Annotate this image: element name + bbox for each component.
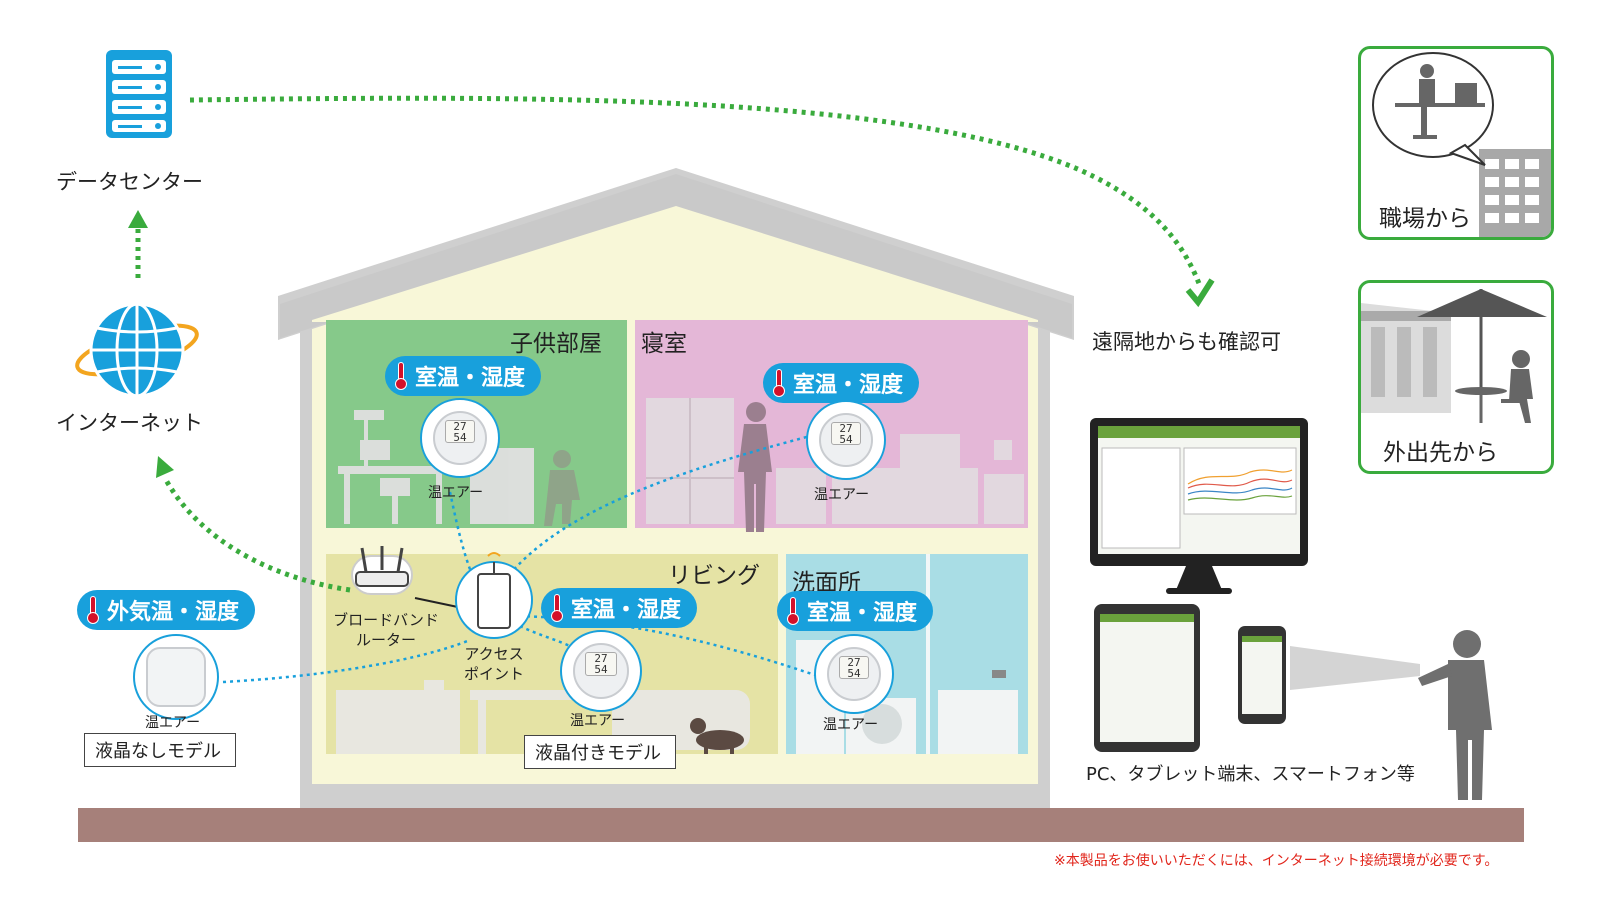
ap-label-line2: ポイント (463, 665, 524, 683)
ap-label-line1: アクセス (464, 645, 524, 663)
footnote: ※本製品をお使いいただくには、インターネット接続環境が必要です。 (1054, 853, 1499, 869)
thermometer-icon (787, 597, 799, 625)
internet-label: インターネット (56, 411, 203, 435)
thermometer-icon (551, 594, 563, 622)
pill-text: 室温・湿度 (571, 598, 682, 623)
device-name-washroom: 温エアー (823, 717, 879, 733)
devices-caption: PC、タブレット端末、スマートフォン等 (1086, 764, 1415, 785)
display-humidity: 54 (839, 432, 853, 446)
thermometer-icon (87, 596, 99, 624)
ground (78, 808, 1524, 842)
model-with-lcd: 液晶付きモデル (524, 735, 676, 769)
pill-outdoor-temp-humidity: 外気温・湿度 (77, 590, 256, 630)
card-from-work: 職場から (1358, 46, 1554, 240)
pill-text: 室温・湿度 (415, 366, 526, 391)
access-point-label: アクセス ポイント (452, 644, 536, 684)
pill-text: 室温・湿度 (793, 373, 904, 398)
thermometer-icon (395, 362, 407, 390)
pill-kids-temp-humidity: 室温・湿度 (385, 356, 542, 396)
display-temp: 27 (847, 655, 861, 669)
smartphone-icon (1238, 626, 1286, 724)
pill-washroom-temp-humidity: 室温・湿度 (777, 591, 934, 631)
display-temp: 27 (594, 652, 608, 666)
router-label-line2: ルーター (355, 631, 416, 649)
display-temp: 27 (839, 421, 853, 435)
card-from-outside: 外出先から (1358, 280, 1554, 474)
tablet-icon (1094, 604, 1200, 752)
router-label-line1: ブロードバンド (333, 611, 439, 629)
display-humidity: 54 (453, 430, 467, 444)
device-name-kids: 温エアー (428, 485, 484, 501)
person-silhouette (1418, 630, 1492, 800)
display-humidity: 54 (594, 663, 608, 677)
globe-icon (75, 302, 199, 398)
access-point-icon (455, 552, 533, 639)
pill-bedroom-temp-humidity: 室温・湿度 (763, 363, 920, 403)
device-name-living: 温エアー (570, 713, 626, 729)
remote-caption: 遠隔地からも確認可 (1092, 330, 1281, 354)
room-title-living: リビング (668, 563, 760, 589)
room-title-kids: 子供部屋 (510, 331, 602, 357)
from-work-label: 職場から (1379, 206, 1471, 232)
cafe-illustration (1361, 289, 1547, 423)
display-humidity: 54 (847, 666, 861, 680)
sensor-device-outdoor (133, 634, 219, 720)
wireless-links (222, 432, 819, 684)
pill-text: 室温・湿度 (807, 601, 918, 626)
cloud-links (135, 95, 1203, 593)
server-icon (106, 50, 172, 138)
pill-living-temp-humidity: 室温・湿度 (541, 588, 698, 628)
device-name-outdoor: 温エアー (145, 715, 201, 731)
router-icon (351, 546, 413, 595)
display-temp: 27 (453, 419, 467, 433)
from-outside-label: 外出先から (1383, 440, 1498, 466)
office-illustration (1372, 52, 1551, 237)
room-title-bedroom: 寝室 (641, 331, 687, 357)
datacenter-label: データセンター (56, 170, 203, 194)
router-label: ブロードバンド ルーター (326, 610, 446, 650)
pill-text: 外気温・湿度 (107, 600, 240, 625)
thermometer-icon (773, 369, 785, 397)
model-no-lcd: 液晶なしモデル (84, 733, 236, 767)
device-name-bedroom: 温エアー (814, 487, 870, 503)
pc-monitor-icon (1090, 418, 1308, 594)
